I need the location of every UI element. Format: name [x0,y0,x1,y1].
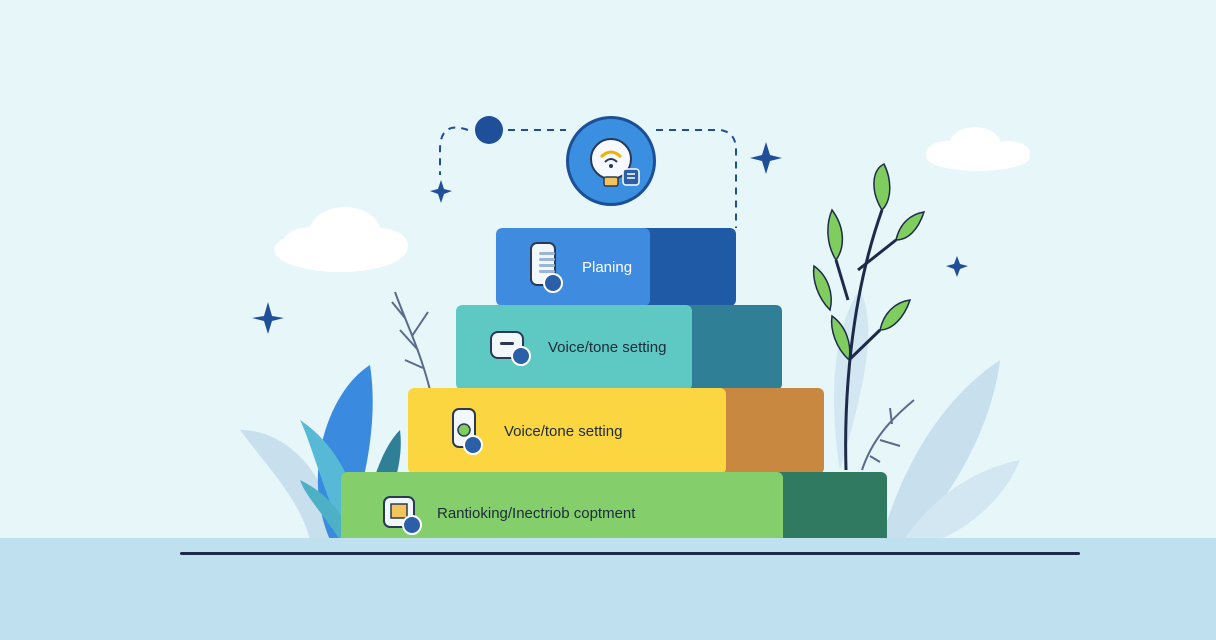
cloud-left [274,207,408,272]
lightbulb-idea-icon [566,116,656,206]
step-voice-tone-1: Voice/tone setting [456,305,782,390]
step-side [714,388,824,474]
step-label-voice-tone-2: Voice/tone setting [504,422,623,440]
dashed-connector [439,126,737,228]
step-side [636,228,736,306]
ground-line [180,552,1080,555]
cloud-right [926,127,1030,171]
plant-stem-icon [834,209,897,471]
phone-chart-icon [452,408,483,455]
sparkle-icons [252,142,968,334]
left-twig-icon [391,291,431,391]
chat-bubble-icon [490,331,531,366]
step-front: Planing [496,228,650,306]
step-front: Voice/tone setting [456,305,692,390]
step-front: Voice/tone setting [408,388,726,474]
ground [0,538,1216,640]
document-list-icon [530,242,563,293]
right-twig-icon [861,399,915,471]
step-label-base: Rantioking/Inectriob coptment [437,504,636,522]
step-label-voice-tone-1: Voice/tone setting [548,339,667,356]
step-label-planning: Planing [582,258,633,276]
step-side [682,305,782,390]
connector-dot [475,116,503,144]
plant-leaf-icons [812,162,926,362]
framed-picture-icon [383,496,422,535]
step-planning: Planing [496,228,736,306]
step-voice-tone-2: Voice/tone setting [408,388,824,474]
